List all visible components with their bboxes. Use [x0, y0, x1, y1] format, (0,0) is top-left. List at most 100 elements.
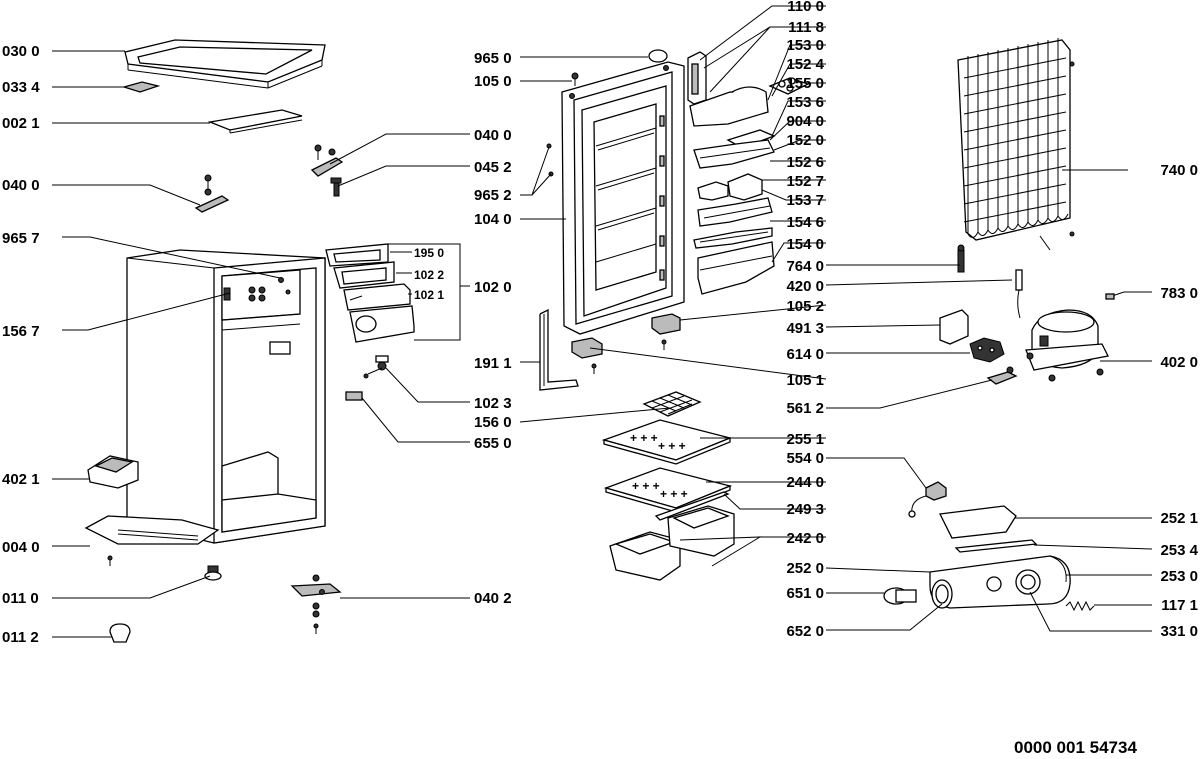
part-label: 152 4 — [786, 56, 824, 73]
hinge-105-1 — [571, 337, 603, 374]
part-033-4 — [121, 81, 161, 93]
leader-line — [1029, 591, 1152, 632]
part-783-0 — [1105, 291, 1125, 300]
part-label: 045 2 — [474, 159, 512, 176]
leader-line — [1033, 544, 1153, 550]
part-label: 002 1 — [2, 115, 40, 132]
part-label: 040 0 — [2, 177, 40, 194]
leader-line — [703, 26, 826, 93]
cover-491-3 — [939, 309, 969, 345]
coil-tube — [997, 50, 1009, 232]
part-label: 153 6 — [786, 94, 824, 111]
cabinet-body — [126, 249, 326, 544]
coil-wire — [963, 57, 1067, 79]
leader-line — [361, 397, 470, 443]
leader-line — [825, 567, 931, 573]
leader-line — [826, 379, 993, 409]
leader-line — [589, 347, 827, 380]
part-label: 904 0 — [786, 113, 824, 130]
ice-tray-156-0 — [642, 391, 702, 417]
part-label: 651 0 — [786, 585, 824, 602]
coil-wire — [963, 111, 1067, 133]
tray-402-1 — [87, 455, 139, 489]
part-label: 655 0 — [474, 435, 512, 452]
hinge-040-2 — [290, 574, 342, 634]
leader-line — [52, 575, 211, 599]
part-label: 554 0 — [786, 450, 824, 467]
coil-tube — [1057, 38, 1069, 220]
svg-text:+ + +: + + + — [632, 479, 660, 493]
coil-wire — [963, 201, 1067, 223]
coil-tube — [977, 54, 989, 236]
part-label: 152 6 — [786, 154, 824, 171]
coil-tube — [1027, 44, 1039, 226]
part-label: 783 0 — [1160, 285, 1198, 302]
part-label: 491 3 — [786, 320, 824, 337]
svg-text:+ + +: + + + — [658, 439, 686, 453]
leader-line — [385, 367, 470, 403]
part-label: 195 0 — [414, 246, 444, 260]
door-bins — [687, 51, 810, 295]
leader-line — [826, 457, 927, 489]
seal-191-1 — [539, 308, 579, 391]
part-label: 402 0 — [1160, 354, 1198, 371]
leader-line — [771, 63, 826, 97]
shelf-255-1: + + ++ + + — [601, 419, 733, 465]
part-label: 152 0 — [786, 132, 824, 149]
knob-102-3 — [363, 355, 389, 379]
part-label: 242 0 — [786, 530, 824, 547]
coil-tube — [967, 56, 979, 238]
part-label: 011 2 — [2, 629, 39, 646]
part-label: 105 2 — [786, 298, 824, 315]
document-number: 0000 001 54734 — [1014, 738, 1137, 757]
part-label: 252 0 — [786, 560, 824, 577]
part-label: 156 0 — [474, 414, 512, 431]
compressor-402-0 — [1025, 309, 1109, 382]
part-label: 152 7 — [786, 173, 824, 190]
part-label: 740 0 — [1160, 162, 1198, 179]
coil-tube — [1007, 48, 1019, 230]
leader-line — [767, 44, 826, 101]
svg-text:+ + +: + + + — [630, 431, 658, 445]
part-label: 764 0 — [786, 258, 824, 275]
part-label: 102 3 — [474, 395, 512, 412]
egg-tray-155-0 — [768, 77, 810, 95]
cap-011-2 — [109, 623, 131, 643]
part-label: 153 0 — [786, 37, 824, 54]
part-label: 102 0 — [474, 279, 512, 296]
base-004-0 — [84, 515, 220, 566]
part-label: 105 0 — [474, 73, 512, 90]
leader-lines — [52, 5, 1153, 638]
leader-line — [52, 184, 201, 206]
top-cover-030-0 — [124, 39, 326, 89]
spring-117-1 — [1065, 600, 1095, 612]
leader-line — [826, 603, 943, 631]
part-label: 420 0 — [786, 278, 824, 295]
hinge-105-2 — [651, 313, 681, 350]
foot-011-0 — [204, 565, 222, 581]
part-label: 104 0 — [474, 211, 512, 228]
leader-line — [62, 292, 231, 331]
hinge-040-0-left — [194, 174, 230, 213]
cover-252-1 — [939, 505, 1017, 539]
leader-line — [769, 120, 826, 141]
coil-wire — [963, 147, 1067, 169]
part-label: 614 0 — [786, 346, 824, 363]
leader-line — [699, 5, 826, 61]
coil-tube — [1047, 40, 1059, 222]
part-label: 965 7 — [2, 230, 40, 247]
part-label: 156 7 — [2, 323, 40, 340]
part-label: 004 0 — [2, 539, 40, 556]
part-label: 102 1 — [414, 288, 444, 302]
leader-line — [519, 407, 671, 423]
part-label: 033 4 — [2, 79, 40, 96]
part-label: 155 0 — [786, 75, 824, 92]
part-label: 040 2 — [474, 590, 512, 607]
leader-line — [825, 279, 1013, 286]
leader-line — [679, 536, 826, 567]
svg-text:+ + +: + + + — [660, 487, 688, 501]
part-label: 111 8 — [788, 19, 824, 36]
